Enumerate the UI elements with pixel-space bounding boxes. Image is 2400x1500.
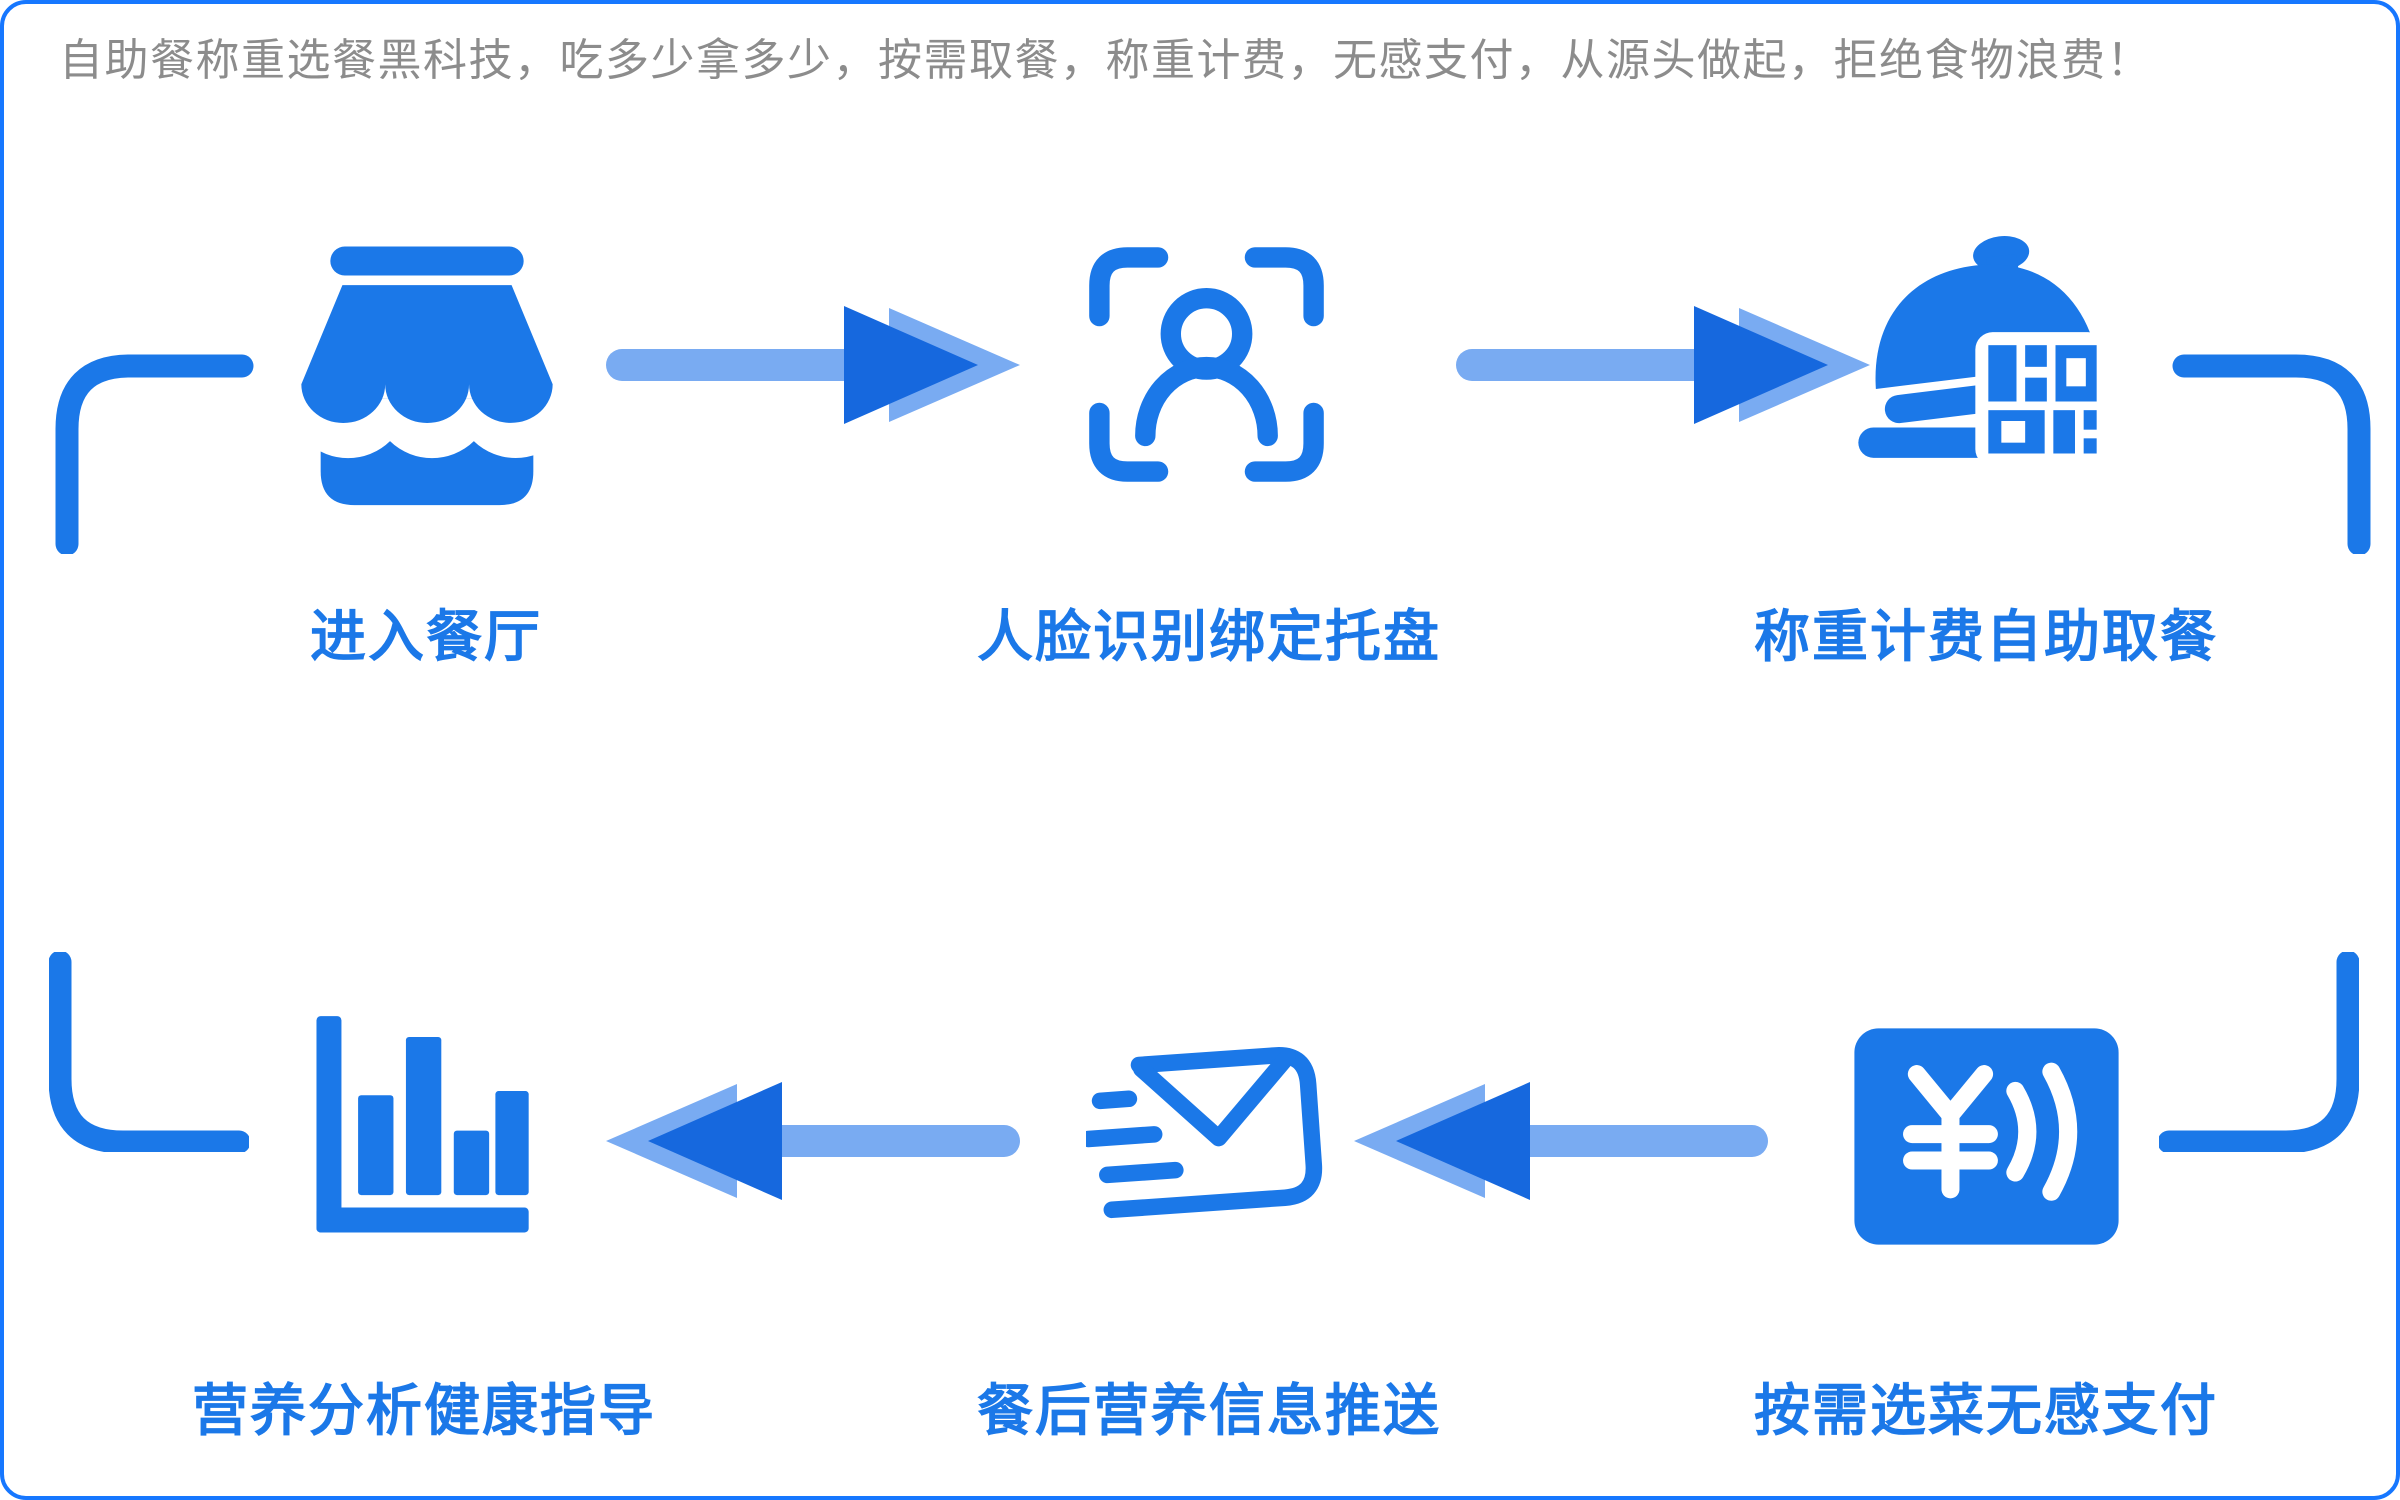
flow-arrow-right-2 [1456, 306, 1870, 424]
flow-arrow-right-1 [606, 306, 1020, 424]
speed-mail-icon [1086, 1047, 1323, 1219]
corner-bracket-bottom-right [2159, 952, 2359, 1152]
step-label-face-bind-tray: 人脸识别绑定托盘 [977, 605, 1441, 668]
step-label-enter-restaurant: 进入餐厅 [310, 605, 542, 668]
step-label-nutrition-push: 餐后营养信息推送 [977, 1379, 1441, 1442]
step-label-weigh-take-meal: 称重计费自助取餐 [1754, 605, 2218, 668]
headline: 自助餐称重选餐黑科技，吃多少拿多少，按需取餐，称重计费，无感支付，从源头做起，拒… [59, 36, 2152, 85]
storefront-icon [288, 246, 572, 506]
bar-chart-icon [316, 1016, 529, 1233]
corner-bracket-top-left [55, 354, 254, 554]
corner-bracket-top-right [2172, 354, 2371, 554]
face-recognition-icon [1089, 247, 1324, 482]
step-label-seamless-pay: 按需选菜无感支付 [1754, 1379, 2218, 1442]
cloche-qr-icon [1858, 236, 2106, 467]
step-label-nutrition-guide: 营养分析健康指导 [192, 1379, 656, 1442]
flow-arrow-left-1 [1354, 1082, 1768, 1200]
flow-arrow-left-2 [606, 1082, 1020, 1200]
yuan-contactless-pay-icon [1854, 1028, 2119, 1245]
corner-bracket-bottom-left [49, 952, 249, 1152]
